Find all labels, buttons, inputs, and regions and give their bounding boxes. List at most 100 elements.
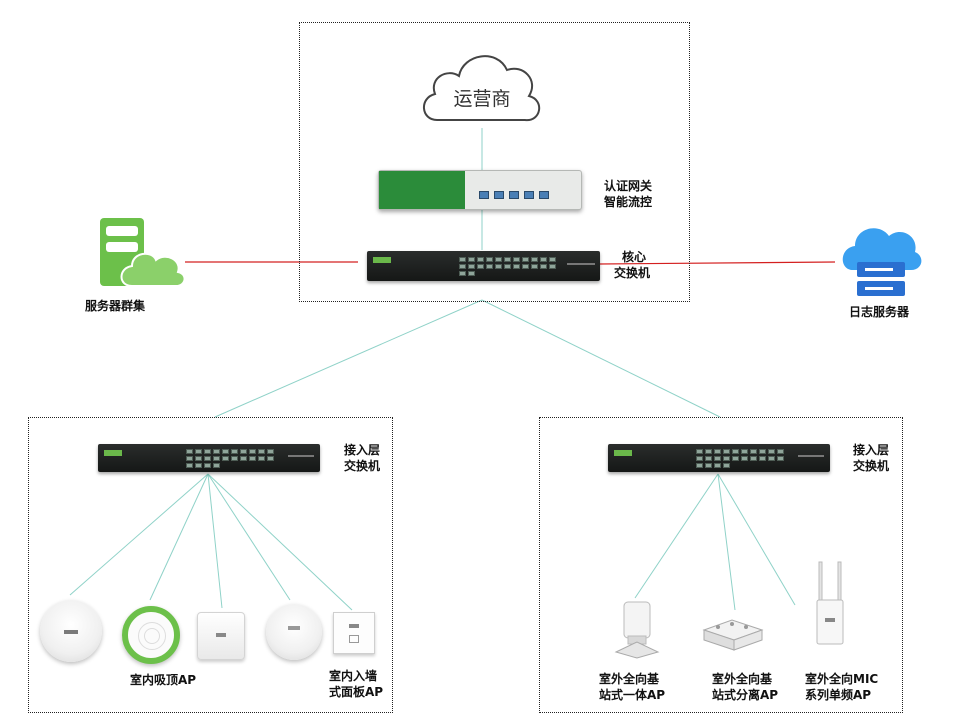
switch-port <box>741 456 748 461</box>
switch-port <box>459 264 466 269</box>
switch-port <box>213 449 220 454</box>
switch-port <box>267 449 274 454</box>
indoor-ceiling-ap-green <box>122 606 180 664</box>
gateway-port <box>509 191 519 199</box>
switch-brand-mark <box>104 450 122 456</box>
switch-port <box>750 449 757 454</box>
gateway-label-line2: 智能流控 <box>604 195 653 209</box>
switch-port <box>267 456 274 461</box>
switch-port <box>714 456 721 461</box>
switch-port <box>459 257 466 262</box>
switch-brand-mark <box>614 450 632 456</box>
core-zone-box <box>299 22 690 302</box>
outdoor-ap2-label: 室外全向基 站式分离AP <box>712 671 778 703</box>
switch-port <box>240 456 247 461</box>
switch-port <box>468 264 475 269</box>
ap-port <box>349 635 359 643</box>
indoor-ceiling-ap-label: 室内吸顶AP <box>130 673 197 687</box>
access-left-zone-box <box>28 417 393 713</box>
outdoor-omni-integrated-ap-icon <box>614 601 660 659</box>
switch-port <box>732 449 739 454</box>
gateway-label-line1: 认证网关 <box>604 179 653 193</box>
outdoor-ap3-label-line2: 系列单频AP <box>805 688 872 702</box>
carrier-cloud-label: 运营商 <box>453 88 511 110</box>
switch-port <box>732 456 739 461</box>
switch-brand-mark <box>373 257 391 263</box>
ap-logo <box>349 624 359 628</box>
switch-port <box>222 456 229 461</box>
link-core-access-left <box>214 299 483 418</box>
access-right-label-line2: 交换机 <box>853 459 890 473</box>
switch-port <box>468 271 475 276</box>
switch-port <box>540 257 547 262</box>
switch-port <box>213 463 220 468</box>
switch-port <box>495 264 502 269</box>
switch-port <box>186 449 193 454</box>
gateway-port <box>479 191 489 199</box>
access-switch-left-label: 接入层 交换机 <box>344 442 380 474</box>
access-right-zone-box <box>539 417 903 713</box>
switch-port <box>195 456 202 461</box>
switch-port <box>204 449 211 454</box>
switch-port <box>222 449 229 454</box>
switch-port <box>768 456 775 461</box>
switch-port <box>204 463 211 468</box>
switch-port <box>513 264 520 269</box>
switch-port <box>759 449 766 454</box>
switch-port <box>768 449 775 454</box>
indoor-ceiling-ap-white <box>40 600 102 662</box>
gateway-front-band <box>379 171 465 209</box>
switch-port <box>696 449 703 454</box>
switch-port-block <box>186 449 282 468</box>
indoor-wall-panel-ap <box>333 612 375 654</box>
ap-logo <box>64 630 78 634</box>
switch-port <box>723 463 730 468</box>
switch-port <box>531 257 538 262</box>
switch-info-strip <box>288 455 314 457</box>
outdoor-ap2-label-line2: 站式分离AP <box>712 688 779 702</box>
switch-port-block <box>696 449 792 468</box>
switch-port <box>696 463 703 468</box>
indoor-wall-label-line1: 室内入墙 <box>329 669 378 683</box>
server-cluster-label: 服务器群集 <box>85 299 146 313</box>
switch-port <box>705 449 712 454</box>
access-switch-left-device <box>98 444 320 472</box>
switch-port <box>477 257 484 262</box>
switch-port <box>522 264 529 269</box>
access-left-label-line2: 交换机 <box>344 459 381 473</box>
switch-port <box>714 449 721 454</box>
switch-port <box>249 456 256 461</box>
ap-ring-detail <box>144 628 160 644</box>
outdoor-omni-split-ap-icon <box>702 619 764 651</box>
switch-port <box>777 449 784 454</box>
switch-port <box>195 463 202 468</box>
switch-port <box>459 271 466 276</box>
switch-port <box>468 257 475 262</box>
switch-port <box>231 449 238 454</box>
switch-port <box>504 257 511 262</box>
gateway-label: 认证网关 智能流控 <box>604 178 652 210</box>
indoor-ceiling-ap-dome <box>266 604 322 660</box>
right-ap-links <box>634 473 796 611</box>
core-switch-label-line2: 交换机 <box>614 266 651 280</box>
server-cluster-icon <box>100 218 186 287</box>
link-core-access-right <box>481 299 721 418</box>
switch-port <box>213 456 220 461</box>
outdoor-ap1-label-line2: 站式一体AP <box>599 688 666 702</box>
access-left-label-line1: 接入层 <box>344 443 381 457</box>
switch-port <box>195 449 202 454</box>
indoor-wall-ap-label: 室内入墙 式面板AP <box>329 668 383 700</box>
left-ap-links <box>69 473 353 611</box>
switch-port <box>258 456 265 461</box>
outdoor-ap3-label-line1: 室外全向MIC <box>805 672 879 686</box>
outdoor-ap1-label: 室外全向基 站式一体AP <box>599 671 665 703</box>
core-switch-device <box>367 251 600 281</box>
switch-port <box>705 463 712 468</box>
switch-port <box>486 257 493 262</box>
switch-port <box>696 456 703 461</box>
access-switch-right-device <box>608 444 830 472</box>
switch-port <box>531 264 538 269</box>
switch-port <box>240 449 247 454</box>
gateway-port <box>524 191 534 199</box>
